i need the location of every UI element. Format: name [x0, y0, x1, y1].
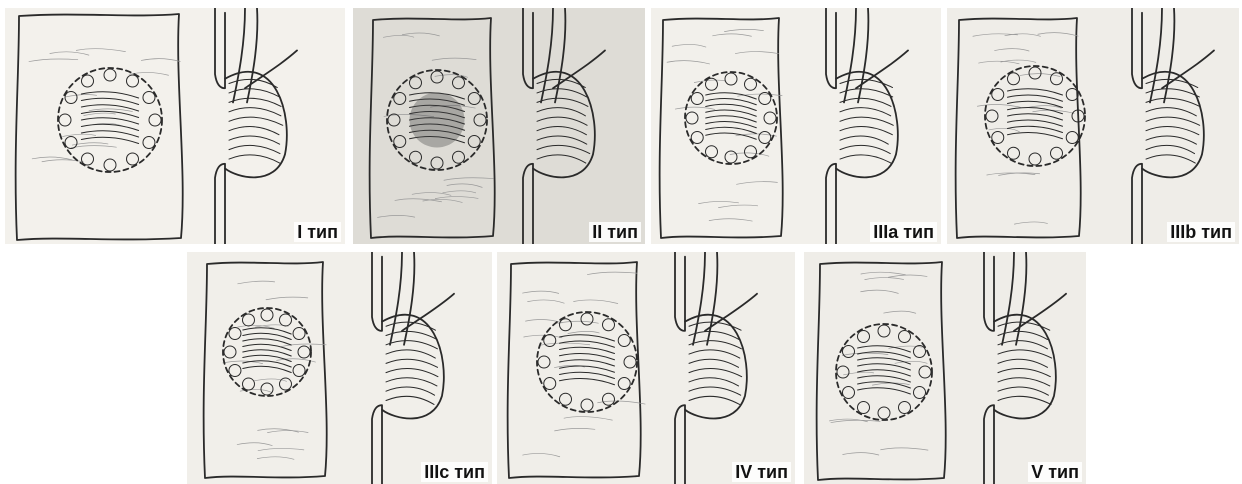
sketch-type-3b — [947, 8, 1239, 244]
panel-type-3c: IIIc тип — [187, 252, 492, 484]
shaded-area — [410, 93, 465, 148]
sketch-type-3c — [187, 252, 492, 484]
sketch-type-5 — [804, 252, 1086, 484]
sketch-type-1 — [5, 8, 345, 244]
sketch-type-2 — [353, 8, 645, 244]
panel-type-2: II тип — [353, 8, 645, 244]
panel-label: II тип — [589, 222, 641, 242]
panel-type-1: I тип — [5, 8, 345, 244]
panel-background — [187, 252, 492, 484]
panel-label: IV тип — [732, 462, 791, 482]
sketch-type-4 — [497, 252, 795, 484]
panel-background — [947, 8, 1239, 244]
panel-background — [353, 8, 645, 244]
panel-label: IIIb тип — [1167, 222, 1235, 242]
sketch-type-3a — [651, 8, 941, 244]
panel-label: I тип — [294, 222, 341, 242]
panel-background — [5, 8, 345, 244]
panel-label: IIIc тип — [421, 462, 488, 482]
panel-type-5: V тип — [804, 252, 1086, 484]
panel-type-3a: IIIa тип — [651, 8, 941, 244]
panel-type-4: IV тип — [497, 252, 795, 484]
panel-type-3b: IIIb тип — [947, 8, 1239, 244]
panel-label: IIIa тип — [870, 222, 937, 242]
panel-label: V тип — [1028, 462, 1082, 482]
